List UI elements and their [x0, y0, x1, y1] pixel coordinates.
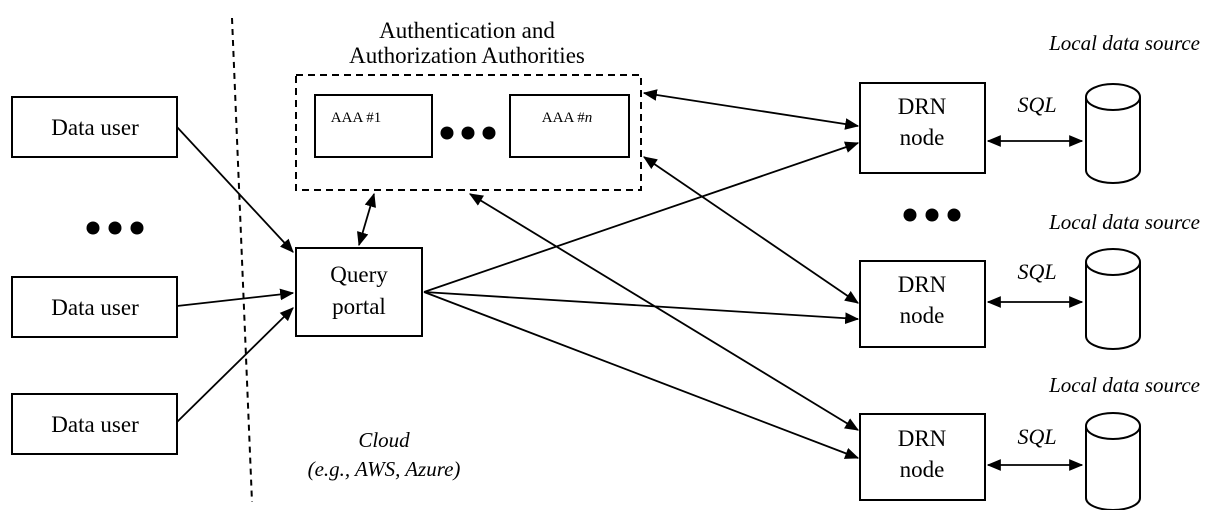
arrow-user3-to-portal: [176, 307, 294, 423]
aaa-ellipsis-icon: [440, 126, 496, 140]
sql-label-3: SQL: [1017, 424, 1056, 449]
data-user-label-3: Data user: [51, 412, 139, 437]
cloud-label-line2: (e.g., AWS, Azure): [308, 457, 461, 481]
aaa-box-1[interactable]: AAA #1: [314, 94, 433, 158]
query-portal-box[interactable]: Query portal: [295, 247, 423, 337]
drn-node-box-3[interactable]: DRN node: [859, 413, 986, 501]
data-user-box-2[interactable]: Data user: [11, 276, 178, 338]
data-user-box-3[interactable]: Data user: [11, 393, 178, 455]
sql-label-2: SQL: [1017, 259, 1056, 284]
arrow-portal-to-drn2: [423, 291, 860, 325]
data-user-label-2: Data user: [51, 295, 139, 320]
data-user-label-1: Data user: [51, 115, 139, 140]
arrow-user2-to-portal: [176, 288, 295, 307]
query-portal-label-line1: Query: [330, 262, 388, 287]
drn-node-box-1[interactable]: DRN node: [859, 82, 986, 174]
drn-node-3-label-line1: DRN: [898, 426, 947, 451]
drn-node-1-label-line1: DRN: [898, 94, 947, 119]
data-user-ellipsis-icon: [86, 221, 144, 235]
drn-ellipsis-icon: [903, 208, 961, 222]
drn-node-3-label-line2: node: [900, 457, 945, 482]
cloud-label-line1: Cloud: [358, 428, 410, 452]
database-cylinder-icon: [1085, 248, 1141, 350]
drn-node-box-2[interactable]: DRN node: [859, 260, 986, 348]
aaa-group-container: [295, 74, 642, 191]
database-cylinder-icon: [1085, 83, 1141, 184]
arrow-portal-to-drn3: [423, 291, 860, 459]
aaa-group-title-line1: Authentication and: [379, 18, 555, 43]
aaa-box-n[interactable]: AAA #n: [509, 94, 630, 158]
arrow-user1-to-portal: [176, 126, 294, 253]
aaa-box-1-label: AAA #1: [331, 110, 381, 126]
database-cylinder-icon: [1085, 412, 1141, 510]
arrow-aaa-drn1: [642, 89, 860, 130]
sql-label-1: SQL: [1017, 92, 1056, 117]
aaa-group-title-line2: Authorization Authorities: [349, 43, 585, 68]
arrow-portal-aaa: [357, 192, 376, 247]
cloud-boundary-line: [231, 17, 253, 503]
query-portal-label-line2: portal: [332, 294, 386, 319]
data-user-box-1[interactable]: Data user: [11, 96, 178, 158]
local-source-label-2: Local data source: [1048, 210, 1200, 234]
local-source-label-3: Local data source: [1048, 373, 1200, 397]
drn-node-2-label-line2: node: [900, 303, 945, 328]
drn-node-1-label-line2: node: [900, 125, 945, 150]
drn-node-2-label-line1: DRN: [898, 272, 947, 297]
aaa-box-n-label: AAA #n: [542, 110, 592, 126]
arrow-aaa-drn3: [469, 193, 859, 431]
local-source-label-1: Local data source: [1048, 31, 1200, 55]
